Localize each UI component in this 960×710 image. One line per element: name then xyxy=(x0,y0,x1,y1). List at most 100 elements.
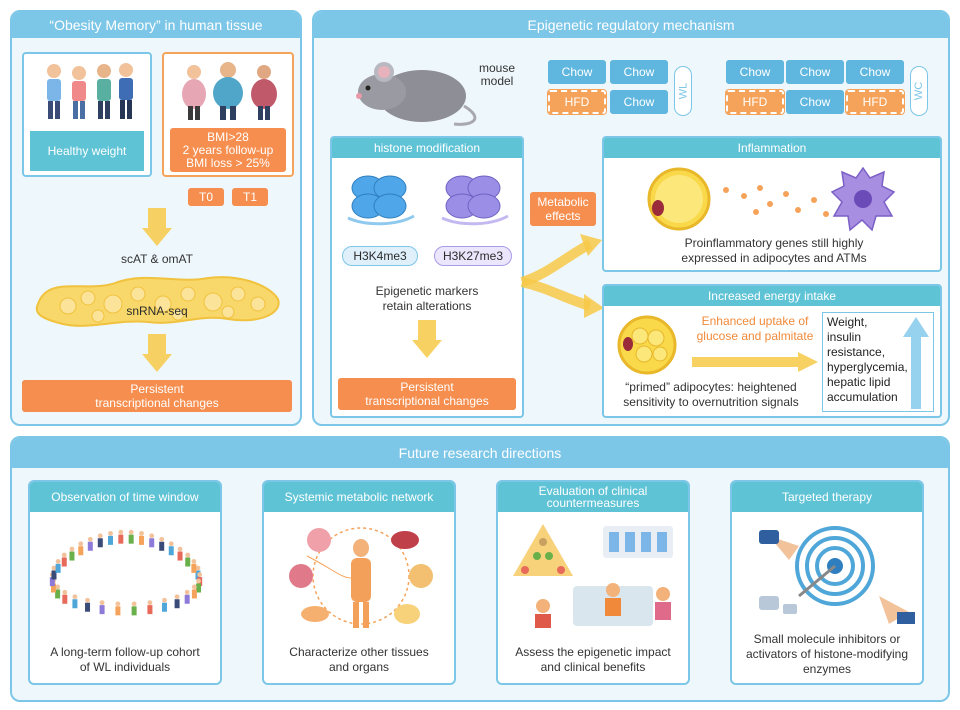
histone-result-line-1: Persistent xyxy=(400,380,454,394)
down-arrow-icon xyxy=(412,320,442,358)
future-title: Observation of time window xyxy=(30,482,220,512)
cohort-person-head xyxy=(185,552,191,558)
future-title-line-1: Evaluation of clinical xyxy=(538,484,648,498)
histone-result-line-2: transcriptional changes xyxy=(365,394,489,408)
cohort-person-body xyxy=(62,594,68,604)
mark-h3k4me3: H3K4me3 xyxy=(342,246,418,266)
primed-text: “primed” adipocytes: heightened sensitiv… xyxy=(608,380,814,410)
mouse-label-line-2: model xyxy=(480,74,514,88)
cohort-person-body xyxy=(184,594,190,604)
cohort-person-head xyxy=(184,589,190,595)
cohort-person-body xyxy=(108,535,114,545)
criteria-bmi-loss: BMI loss > 25% xyxy=(186,155,270,170)
cohort-person-body xyxy=(78,546,84,556)
metabolic-line-2: effects xyxy=(545,209,581,223)
outcome-4: hyperglycemia, xyxy=(827,360,908,374)
cohort-person-body xyxy=(55,563,61,573)
outcome-1: Weight, xyxy=(827,315,868,329)
cohort-person-head xyxy=(191,558,197,564)
adipocyte-icon xyxy=(647,167,711,231)
outcome-3: resistance, xyxy=(827,345,886,359)
cohort-person-head xyxy=(118,529,124,535)
cohort-person-head xyxy=(72,594,78,600)
inflammation-text: Proinflammatory genes still highly expre… xyxy=(624,236,924,266)
future-title: Evaluation of clinical countermeasures xyxy=(498,482,688,512)
panel-title: Future research directions xyxy=(12,438,948,468)
inflammation-box: Inflammation Proinflammatory genes still… xyxy=(602,136,942,272)
down-arrow-icon xyxy=(142,334,172,372)
future-title: Systemic metabolic network xyxy=(264,482,454,512)
future-text-line-1: Characterize other tissues xyxy=(289,645,429,659)
right-arrow-icon xyxy=(692,352,818,372)
histone-text: Epigenetic markers retain alterations xyxy=(342,284,512,314)
method-label: snRNA-seq xyxy=(126,304,188,318)
cohort-person-head xyxy=(108,530,113,536)
obese-box: BMI>28 2 years follow-up BMI loss > 25% xyxy=(162,52,294,177)
future-text: Characterize other tissues and organs xyxy=(268,645,450,675)
cohort-person-head xyxy=(85,597,90,603)
primed-adipocyte-icon xyxy=(617,315,677,375)
future-title-line-2: countermeasures xyxy=(546,496,640,510)
cohort-person-head xyxy=(191,584,197,590)
cohort-person-body xyxy=(131,606,137,616)
cohort-person-body xyxy=(159,541,165,551)
timepoint-t1: T1 xyxy=(232,188,268,206)
future-text-line-1: Assess the epigenetic impact xyxy=(515,645,671,659)
nucleosome-h3k27me3-icon xyxy=(441,175,509,226)
panel-title: Epigenetic regulatory mechanism xyxy=(314,12,948,38)
future-text: Assess the epigenetic impact and clinica… xyxy=(502,645,684,675)
wc-chip-1: Chow xyxy=(726,60,784,84)
cohort-person-body xyxy=(177,551,183,561)
obese-people-illustration xyxy=(182,62,277,120)
metabolic-line-1: Metabolic xyxy=(537,195,589,209)
wc-chip-3: Chow xyxy=(846,60,904,84)
future-targeted-therapy: Targeted therapy Small molecule inhibito… xyxy=(730,480,924,685)
histone-title: histone modification xyxy=(332,138,522,158)
cohort-person-head xyxy=(78,541,84,547)
outcome-6: accumulation xyxy=(827,390,898,404)
cohort-person-head xyxy=(168,541,174,547)
cohort-person-body xyxy=(161,602,167,612)
future-text-line-1: Small molecule inhibitors or xyxy=(753,632,901,646)
uptake-line-2: glucose and palmitate xyxy=(696,329,814,343)
metabolic-effects-label: Metabolic effects xyxy=(530,192,596,226)
future-text-line-3: enzymes xyxy=(802,662,852,676)
histone-text-line-1: Epigenetic markers xyxy=(375,284,479,298)
cohort-person-body xyxy=(149,538,155,548)
cohort-person-body xyxy=(118,534,124,544)
histone-text-line-2: retain alterations xyxy=(382,299,472,313)
cohort-person-head xyxy=(99,600,105,606)
primed-line-2: sensitivity to overnutrition signals xyxy=(623,395,799,409)
primed-line-1: “primed” adipocytes: heightened xyxy=(625,380,797,394)
cohort-person-body xyxy=(191,563,197,573)
healthy-people-illustration xyxy=(47,63,133,119)
cohort-person-head xyxy=(147,600,153,606)
cohort-person-head xyxy=(55,558,61,564)
cohort-person-head xyxy=(131,601,137,607)
cohort-person-head xyxy=(162,597,167,603)
cohort-person-head xyxy=(159,536,165,542)
wl-label: WL xyxy=(674,66,692,116)
mark-h3k27me3: H3K27me3 xyxy=(434,246,512,266)
mouse-label: mouse model xyxy=(472,62,522,88)
cytokine-dots-icon xyxy=(723,185,829,217)
cohort-person-body xyxy=(174,599,180,609)
result-line-2: transcriptional changes xyxy=(95,396,219,410)
criteria-bmi: BMI>28 xyxy=(207,129,249,144)
energy-title: Increased energy intake xyxy=(604,286,940,306)
future-title: Targeted therapy xyxy=(732,482,922,512)
cohort-person-body xyxy=(72,599,78,609)
cohort-person-body xyxy=(99,605,105,615)
wc-chip-6: HFD xyxy=(845,89,905,115)
cohort-person-head xyxy=(62,589,68,595)
criteria-followup: 2 years follow-up xyxy=(182,142,274,157)
future-text: Small molecule inhibitors or activators … xyxy=(736,632,918,677)
outcomes-box: Weight, insulin resistance, hyperglycemi… xyxy=(822,312,934,412)
persistent-changes-result: Persistent transcriptional changes xyxy=(22,380,292,412)
macrophage-icon xyxy=(830,166,896,232)
nucleosome-h3k4me3-icon xyxy=(347,175,415,226)
outcomes-text: Weight, insulin resistance, hyperglycemi… xyxy=(827,315,931,405)
organ-network-illustration xyxy=(289,527,433,628)
tissue-label: scAT & omAT xyxy=(120,252,193,266)
cohort-person-body xyxy=(85,602,91,612)
